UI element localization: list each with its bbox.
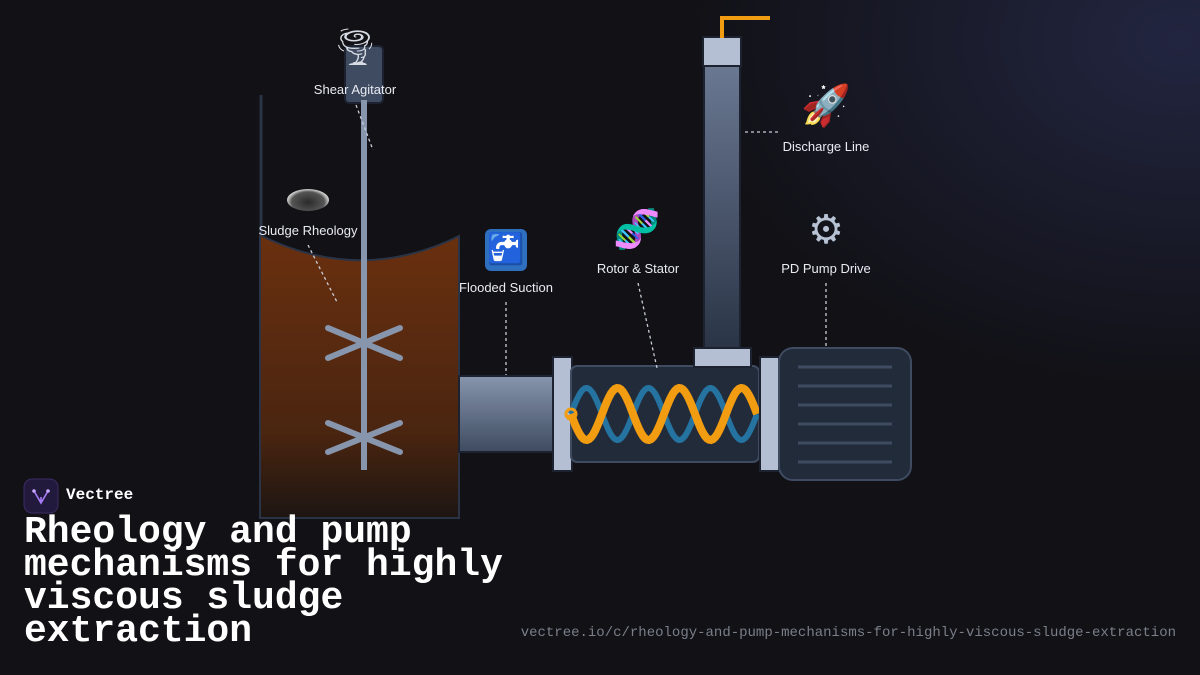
label-sludge-rheology: Sludge Rheology (258, 223, 358, 238)
brand-name: Vectree (66, 486, 134, 504)
outlet-flange (759, 356, 780, 472)
discharge-base-flange (693, 347, 752, 368)
dna-helix-icon: 🧬 (613, 207, 661, 251)
sludge-tank (259, 95, 460, 519)
suction-pipe (458, 375, 555, 453)
rocket-icon: 🚀 (801, 83, 851, 129)
lower-impeller (325, 420, 403, 455)
discharge-top-cap (702, 36, 742, 67)
agitator-shaft (361, 100, 367, 470)
sludge-puddle-icon (287, 189, 329, 211)
leader-lines (307, 104, 827, 375)
inlet-flange (552, 356, 573, 472)
label-rotor-stator: Rotor & Stator (596, 261, 680, 276)
tornado-icon: 🌪 (332, 27, 378, 68)
label-shear-agitator: Shear Agitator (313, 82, 397, 97)
discharge-pipe (703, 64, 741, 350)
rotor-pin (564, 407, 578, 421)
page-title: Rheology and pump mechanisms for highly … (24, 511, 503, 653)
label-flooded-suction: Flooded Suction (459, 280, 553, 295)
pump-drive-housing (778, 347, 912, 481)
upper-impeller (325, 325, 403, 361)
shear-agitator (325, 45, 403, 470)
label-pd-pump-drive: PD Pump Drive (781, 261, 871, 276)
discharge-column (693, 16, 770, 368)
rotor-helix (567, 383, 761, 445)
gear-icon: ⚙ (808, 207, 844, 253)
drive-cooling-fins (798, 365, 892, 464)
label-discharge-line: Discharge Line (782, 139, 870, 154)
page-url[interactable]: vectree.io/c/rheology-and-pump-mechanism… (520, 625, 1176, 641)
discharge-outlet-accent (720, 16, 770, 38)
vectree-logo-icon (23, 478, 59, 514)
faucet-icon: 🚰 (485, 229, 527, 271)
sludge-fill (259, 233, 460, 519)
